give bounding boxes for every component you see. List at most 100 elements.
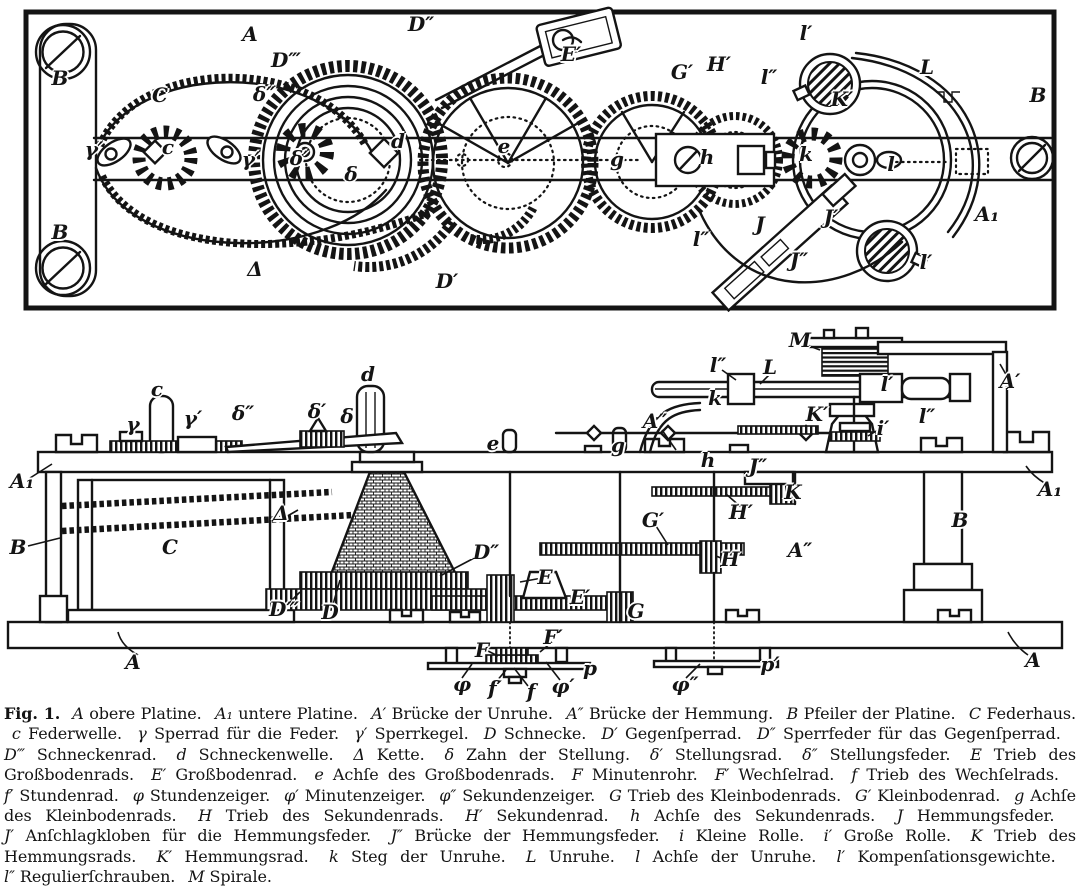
- caption-entry: i Kleine Rolle.: [679, 826, 824, 846]
- caption-entry-key: f: [851, 765, 858, 785]
- part-label: f′: [488, 676, 502, 700]
- part-label: C: [152, 83, 168, 107]
- part-label: A″: [787, 538, 813, 562]
- caption-entry-key: δ′: [649, 744, 663, 764]
- caption-entry: g Achſe des Kleinbodenrads.: [4, 785, 1076, 826]
- part-label: C: [162, 535, 178, 559]
- part-label: A″: [642, 409, 668, 433]
- part-label: D″: [472, 540, 500, 564]
- caption-entry: F Minutenrohr.: [571, 765, 715, 785]
- part-label: H′: [706, 52, 732, 76]
- caption-entry: D″ Sperrfeder für das Gegenſperrad.: [757, 724, 1076, 744]
- part-label: E′: [569, 585, 591, 609]
- part-label: k: [708, 386, 722, 410]
- caption-entry: γ Sperrad für die Feder.: [137, 724, 355, 744]
- part-label: i′: [876, 416, 890, 440]
- part-label: d: [391, 129, 405, 153]
- part-label: B: [1029, 83, 1047, 107]
- part-label: d: [361, 362, 375, 386]
- caption-entry-key: G′: [855, 785, 872, 805]
- part-label: δ″: [231, 401, 255, 425]
- caption-entry: J″ Brücke der Hemmungsfeder.: [390, 826, 680, 846]
- caption-entry-key: f′: [4, 785, 14, 805]
- part-label: δ′: [289, 146, 309, 170]
- caption-entry-key: A: [72, 704, 84, 723]
- part-label: D′: [435, 269, 459, 293]
- caption-entry: D′ Gegenſperrad.: [601, 724, 758, 744]
- caption-entry: f Trieb des Wechſelrads.: [851, 765, 1077, 785]
- side-view-drawing: [6, 326, 1064, 687]
- caption-entry: φ Stundenzeiger.: [132, 785, 285, 805]
- part-label: D‴: [271, 48, 301, 72]
- part-label: K′: [830, 87, 854, 111]
- part-label: k: [799, 142, 813, 166]
- caption-entry-key: D: [483, 724, 497, 744]
- caption-entry-key: E: [970, 744, 982, 764]
- caption-entry: E′ Großbodenrad.: [151, 765, 315, 785]
- caption-entry-key: φ″: [439, 785, 457, 805]
- caption-entry-key: d: [176, 744, 187, 764]
- part-label: c: [150, 377, 164, 401]
- part-label: E′: [560, 42, 582, 66]
- figure-caption: Fig. 1.A obere Platine. A₁ untere Platin…: [4, 704, 1076, 888]
- part-label: A₁: [9, 469, 35, 493]
- part-label: l′: [880, 372, 894, 396]
- part-label: K: [784, 480, 802, 504]
- caption-entry-key: δ: [444, 744, 455, 764]
- part-label: A′: [999, 369, 1021, 393]
- part-label: K′: [805, 402, 829, 426]
- caption-entry: A″ Brücke der Hemmung.: [566, 704, 787, 723]
- part-label: F: [474, 638, 490, 662]
- part-label: l″: [692, 227, 710, 251]
- caption-entry: l″ Regulierſchrauben.: [4, 867, 189, 887]
- caption-entry: δ Zahn der Stellung.: [444, 744, 650, 764]
- caption-entry: G Trieb des Kleinbodenrads.: [609, 785, 856, 805]
- part-label: l″: [918, 404, 936, 428]
- caption-entry-key: H: [198, 806, 212, 826]
- part-label: B: [951, 508, 969, 532]
- chronometer-drawing: [6, 6, 1064, 687]
- caption-entry: M Spirale.: [188, 867, 285, 887]
- caption-entry: A₁ untere Platine.: [215, 704, 372, 723]
- caption-entry: δ′ Stellungsrad.: [649, 744, 803, 764]
- caption-entry: k Steg der Unruhe.: [328, 846, 526, 866]
- part-label: J″: [789, 248, 809, 272]
- caption-entry: F′ Wechſelrad.: [714, 765, 852, 785]
- part-label: l″: [709, 353, 727, 377]
- caption-entry-key: δ″: [802, 744, 818, 764]
- part-label: γ: [126, 412, 140, 436]
- part-label: A₁: [1037, 477, 1063, 501]
- caption-entry: l Achſe der Unruhe.: [635, 846, 837, 866]
- caption-entry: L Unruhe.: [525, 846, 636, 866]
- caption-entry-key: L: [525, 846, 537, 866]
- part-label: e: [497, 134, 511, 158]
- caption-entry: δ″ Stellungsfeder.: [802, 744, 971, 764]
- caption-entry-key: F: [571, 765, 583, 785]
- part-label: e: [486, 431, 500, 455]
- caption-entry: H Trieb des Sekundenrads.: [198, 806, 466, 826]
- part-label: A: [125, 650, 141, 674]
- caption-entry-key: i′: [823, 826, 833, 846]
- part-label: D‴: [269, 597, 299, 621]
- caption-entry-key: K′: [156, 846, 172, 866]
- part-label: δ: [344, 162, 358, 186]
- caption-entry: e Achſe des Großbodenrads.: [314, 765, 572, 785]
- part-label: G′: [670, 60, 694, 84]
- part-label: L: [762, 355, 778, 379]
- caption-entry-key: h: [630, 806, 641, 826]
- caption-entry: A′ Brücke der Unruhe.: [371, 704, 567, 723]
- caption-entry-key: l′: [836, 846, 846, 866]
- caption-entry-key: g: [1014, 785, 1025, 805]
- caption-entries: A obere Platine. A₁ untere Platine. A′ B…: [4, 704, 1076, 886]
- caption-entry: φ″ Sekundenzeiger.: [439, 785, 610, 805]
- part-label: J: [755, 212, 765, 236]
- caption-entry: i′ Große Rolle.: [823, 826, 971, 846]
- caption-entry-key: i: [679, 826, 685, 846]
- caption-entry-key: Δ: [353, 744, 365, 764]
- caption-entry: φ′ Minutenzeiger.: [284, 785, 440, 805]
- part-label: p′: [760, 652, 780, 676]
- part-label: l′: [799, 21, 813, 45]
- caption-entry: G′ Kleinbodenrad.: [855, 785, 1015, 805]
- caption-entry-key: φ′: [284, 785, 299, 805]
- part-label: h: [699, 145, 715, 169]
